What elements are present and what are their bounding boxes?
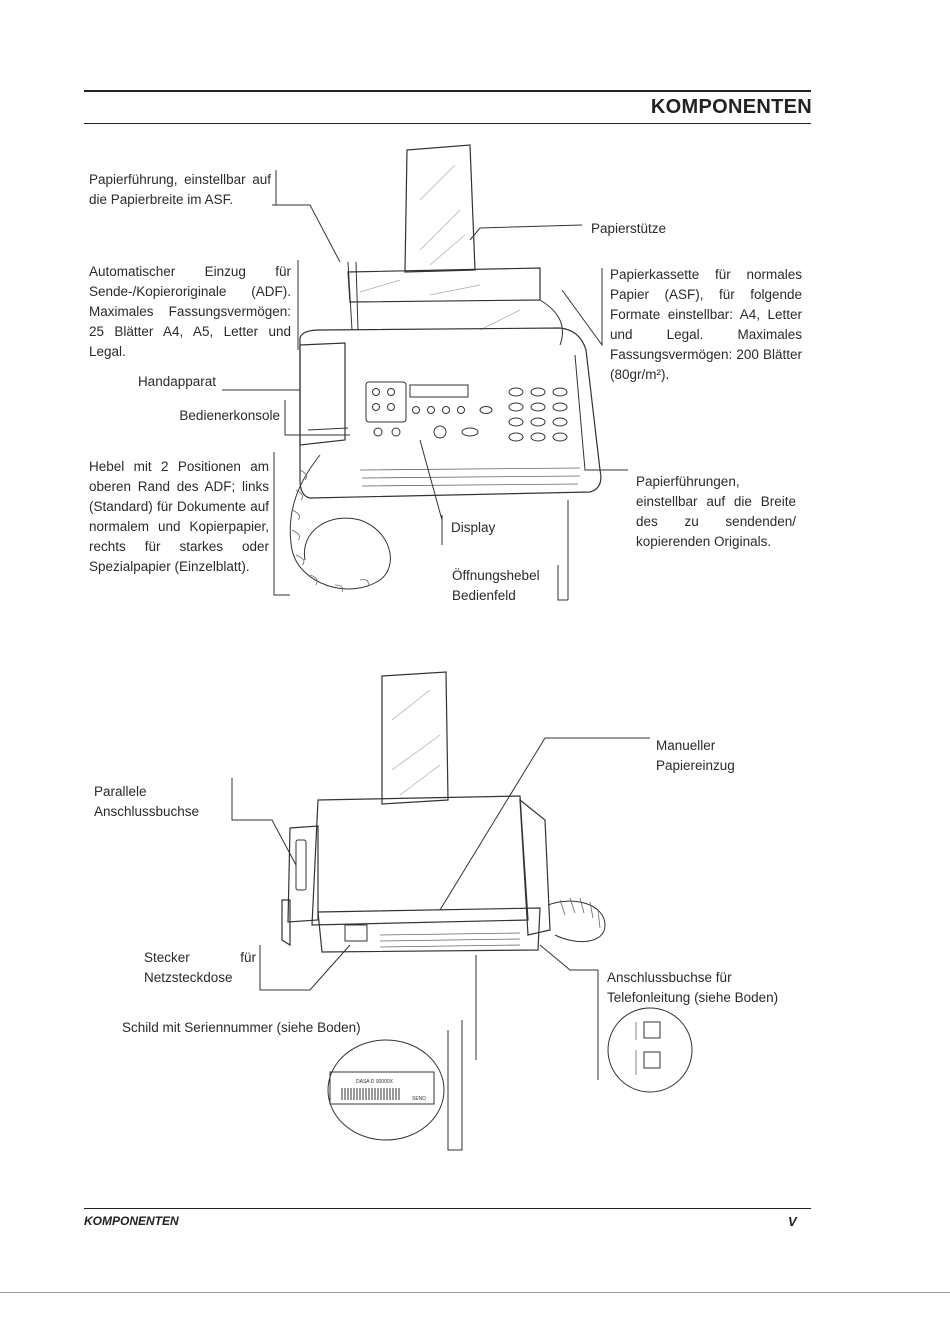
sticker-right-text: SEND <box>412 1096 426 1102</box>
rear-paper-support-drawing <box>381 671 449 805</box>
leader-lines-top <box>222 170 628 601</box>
sticker-left-text: DASA D 00000X <box>356 1079 394 1085</box>
header-bottom-rule <box>84 123 811 124</box>
label-oeffnungshebel: Öffnungshebel <box>452 568 540 583</box>
label-parallele-anschlussbuchse: Parallele Anschlussbuchse <box>94 784 200 819</box>
rear-cord-drawing <box>547 900 606 943</box>
label-anschlussbuchse-telefon: Anschlussbuchse für Telefonleitung (sieh… <box>607 970 779 1005</box>
tel-jack-drawing <box>643 1021 661 1039</box>
rear-base-drawing <box>317 907 541 953</box>
page-title: KOMPONENTEN <box>650 96 812 118</box>
label-adf: Automatischer Einzug für Sende-/Kopieror… <box>89 264 291 359</box>
phone-jack-magnifier <box>607 1007 693 1093</box>
handset-cord-drawing <box>289 454 391 590</box>
label-bedienerkonsole: Bedienerkonsole <box>179 408 280 423</box>
serial-plate-magnifier: DASA D 00000X SEND <box>327 1020 463 1151</box>
line-jack-drawing <box>643 1051 661 1069</box>
fax-front-view <box>289 144 602 593</box>
footer-section-title: KOMPONENTEN <box>84 1214 179 1228</box>
label-bedienfeld: Bedienfeld <box>452 588 516 603</box>
footer-rule <box>84 1208 811 1209</box>
label-schild-seriennummer: Schild mit Seriennummer (siehe Boden) <box>122 1020 361 1035</box>
parallel-port-side-drawing <box>287 825 319 923</box>
paper-cassette-drawing <box>347 267 541 303</box>
paper-support-drawing <box>404 144 476 273</box>
keypad-block-drawing <box>365 381 407 423</box>
label-papierfuehrung-asf: Papierführung, einstellbar auf die Papie… <box>89 172 271 207</box>
label-manueller-papiereinzug: Manueller Papiereinzug <box>656 738 735 773</box>
page-bottom-edge <box>0 1292 950 1293</box>
label-papierstuetze: Papierstütze <box>591 221 667 236</box>
parallel-connector-drawing <box>295 839 307 891</box>
power-socket-drawing <box>344 924 368 942</box>
leader-lines-bottom <box>231 737 650 1080</box>
label-papierfuehrungen: Papierführungen, einstellbar auf die Bre… <box>636 474 796 549</box>
display-drawing <box>409 384 469 398</box>
label-display: Display <box>451 520 496 535</box>
handset-drawing <box>299 342 346 446</box>
label-stecker: Stecker für Netzsteckdose <box>144 950 256 985</box>
header-top-rule <box>84 90 811 92</box>
rear-body-drawing <box>311 795 529 926</box>
label-papierkassette: Papierkassette für normales Papier (ASF)… <box>610 267 802 382</box>
label-handapparat: Handapparat <box>137 374 216 389</box>
footer-page-number: V <box>788 1214 797 1229</box>
fax-rear-view <box>281 671 606 953</box>
label-hebel: Hebel mit 2 Positionen am oberen Rand de… <box>89 459 269 574</box>
